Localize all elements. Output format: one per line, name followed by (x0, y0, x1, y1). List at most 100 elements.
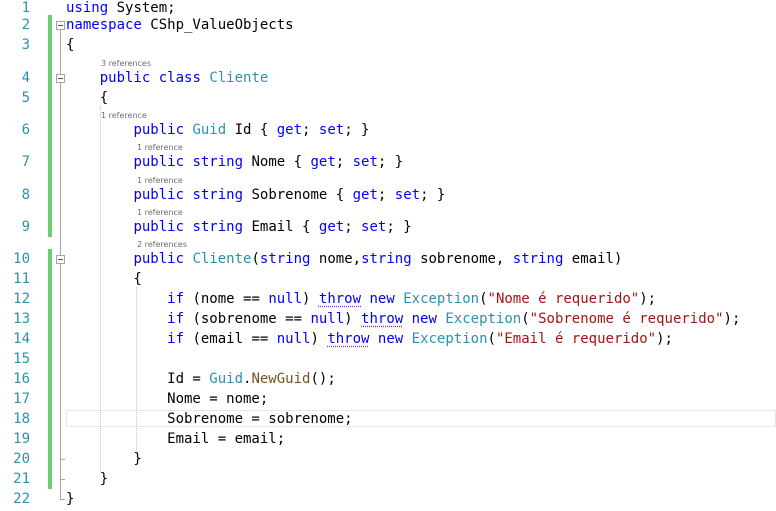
code-line[interactable]: { (66, 271, 142, 287)
code-line[interactable]: public Cliente(string nome,string sobren… (66, 251, 622, 267)
code-token (66, 154, 133, 170)
code-token: "Nome é requerido" (487, 291, 640, 307)
code-token: ( (479, 291, 488, 307)
line-number: 12 (13, 291, 30, 307)
code-token: Nome = nome; (66, 391, 269, 407)
code-line[interactable]: Nome = nome; (66, 391, 268, 407)
code-token: public (133, 251, 185, 267)
code-token: ; (302, 122, 319, 138)
line-number: 11 (13, 271, 30, 287)
line-number: 2 (21, 17, 30, 33)
code-token: if (167, 311, 185, 327)
line-number: 6 (21, 122, 30, 138)
code-token (66, 331, 167, 347)
line-number: 17 (13, 391, 30, 407)
code-token: Id { (226, 122, 277, 138)
codelens-references-link[interactable]: 1 reference (101, 111, 147, 120)
code-token: { (66, 90, 109, 106)
code-line[interactable]: { (66, 37, 74, 53)
code-token: { (66, 37, 75, 53)
codelens-references-link[interactable]: 1 reference (137, 176, 183, 185)
collapse-region-icon[interactable] (56, 255, 65, 264)
line-number: 22 (13, 491, 30, 507)
code-token: System; (108, 0, 176, 16)
code-token: string (512, 251, 564, 267)
code-token: . (243, 371, 252, 387)
line-number: 9 (21, 219, 30, 235)
code-line[interactable]: using System; (66, 0, 176, 16)
code-token: Cliente (192, 251, 252, 267)
codelens-references-link[interactable]: 2 references (137, 240, 187, 249)
code-line[interactable]: } (66, 491, 74, 507)
code-token: Id = (66, 371, 210, 387)
code-token: Email = email; (66, 431, 286, 447)
code-line[interactable]: Sobrenome = sobrenome; (66, 411, 352, 427)
code-token: ; } (377, 154, 404, 170)
code-token: ); (656, 331, 673, 347)
code-line[interactable]: if (sobrenome == null) throw new Excepti… (66, 311, 740, 327)
code-token: get (352, 187, 378, 203)
code-token: public (133, 122, 185, 138)
collapse-region-icon[interactable] (56, 21, 65, 30)
code-line[interactable]: Email = email; (66, 431, 285, 447)
codelens-references-link[interactable]: 3 references (101, 59, 151, 68)
code-line[interactable]: public string Sobrenome { get; set; } (66, 187, 445, 203)
code-token: public (99, 70, 151, 86)
squiggle-token: throw (361, 311, 404, 327)
code-token: if (167, 331, 185, 347)
code-line[interactable]: public string Email { get; set; } (66, 219, 412, 235)
code-token (66, 291, 167, 307)
line-number: 19 (13, 431, 30, 447)
code-line[interactable]: if (email == null) throw new Exception("… (66, 331, 673, 347)
code-token: set (361, 219, 387, 235)
code-line[interactable]: Id = Guid.NewGuid(); (66, 371, 336, 387)
line-number: 15 (13, 351, 30, 367)
code-token: set (352, 154, 378, 170)
code-token: public (133, 154, 185, 170)
code-token: null (268, 291, 303, 307)
code-token: ; } (420, 187, 446, 203)
code-token (150, 70, 158, 86)
code-token: ( (521, 311, 530, 327)
codelens-references-link[interactable]: 1 reference (137, 143, 183, 152)
code-token: ); (723, 311, 741, 327)
code-token: } (66, 451, 142, 467)
code-token: get (318, 219, 345, 235)
change-tracking-bar (48, 15, 52, 237)
line-number: 5 (21, 90, 30, 106)
outline-region-end (60, 459, 65, 460)
code-line[interactable]: public class Cliente (66, 70, 269, 86)
code-token: string (259, 251, 311, 267)
code-line[interactable]: } (66, 451, 142, 467)
code-token (66, 311, 167, 327)
code-token: using (66, 0, 109, 16)
code-line[interactable]: namespace CShp_ValueObjects (66, 17, 294, 33)
line-number: 3 (21, 37, 30, 53)
code-token: (nome == (184, 291, 269, 307)
code-token: ; (344, 219, 362, 235)
code-token: public (133, 219, 185, 235)
code-token: (); (310, 371, 336, 387)
code-token: ; (377, 187, 395, 203)
code-token: email) (563, 251, 623, 267)
code-line[interactable]: public string Nome { get; set; } (66, 154, 403, 170)
code-token: "Email é requerido" (495, 331, 657, 347)
collapse-region-icon[interactable] (56, 74, 65, 83)
code-token: ); (639, 291, 657, 307)
code-token: public (133, 187, 185, 203)
code-token: nome, (310, 251, 362, 267)
code-token: get (310, 154, 336, 170)
code-token (66, 219, 133, 235)
code-token: Guid (209, 371, 244, 387)
code-line[interactable]: public Guid Id { get; set; } (66, 122, 369, 138)
codelens-references-link[interactable]: 1 reference (137, 208, 183, 217)
squiggle-token: throw (318, 291, 362, 307)
code-token: } (66, 471, 109, 487)
code-line[interactable]: { (66, 90, 108, 106)
line-number: 21 (13, 471, 30, 487)
code-token: { (66, 271, 142, 287)
code-line[interactable]: if (nome == null) throw new Exception("N… (66, 291, 656, 307)
code-token: ; } (386, 219, 412, 235)
code-line[interactable]: } (66, 471, 108, 487)
